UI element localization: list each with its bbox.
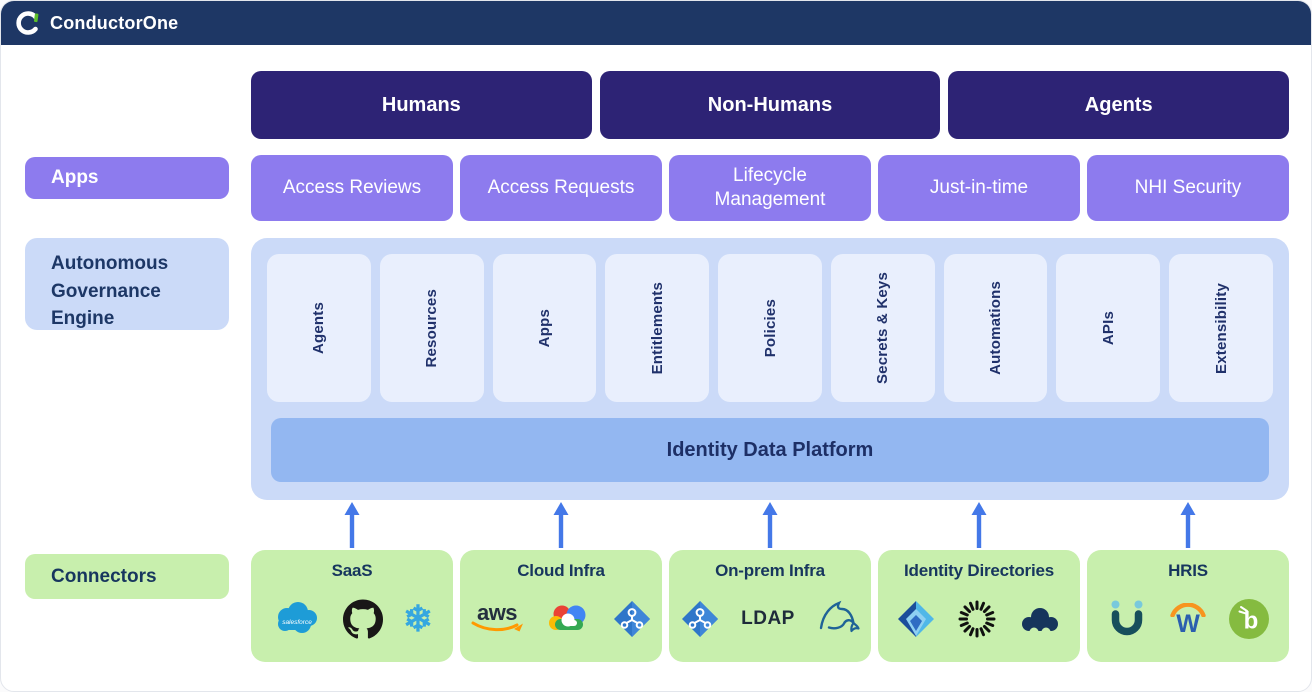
app-box-lifecycle-management: Lifecycle Management	[669, 155, 871, 221]
up-arrow-cloud-infra	[460, 500, 662, 550]
aws-icon: aws	[469, 601, 525, 634]
group-title-cloud-infra: Cloud Infra	[517, 561, 605, 580]
engine-column-policies: Policies	[718, 254, 822, 402]
brand-name: ConductorOne	[50, 12, 179, 33]
okta-icon	[957, 599, 997, 639]
identities-row: Humans Non-Humans Agents	[1, 71, 1311, 139]
app-box-access-requests: Access Requests	[460, 155, 662, 221]
engine-column-extensibility: Extensibility	[1169, 254, 1274, 402]
engine-columns: Agents Resources Apps Entitlements Polic…	[267, 254, 1274, 402]
group-title-saas: SaaS	[331, 561, 373, 580]
up-arrow-saas	[251, 500, 453, 550]
engine-column-agents: Agents	[267, 254, 371, 402]
app-box-just-in-time: Just-in-time	[878, 155, 1080, 221]
jumpcloud-icon	[1017, 602, 1063, 636]
svg-text:b: b	[1244, 607, 1259, 634]
ldap-label: LDAP	[741, 607, 795, 629]
app-box-nhi-security: NHI Security	[1087, 155, 1289, 221]
identity-box-agents: Agents	[948, 71, 1290, 139]
connector-group-cloud-infra: Cloud Infra aws	[460, 550, 662, 662]
up-arrow-hris	[1087, 500, 1289, 550]
hibob-icon	[1106, 598, 1148, 640]
github-icon	[342, 598, 383, 639]
conductorone-logo-icon	[15, 10, 41, 36]
identity-box-humans: Humans	[251, 71, 592, 139]
group-title-hris: HRIS	[1168, 561, 1208, 580]
engine-column-automations: Automations	[943, 254, 1048, 402]
engine-column-apps: Apps	[492, 254, 597, 402]
brand-header: ConductorOne	[1, 1, 1311, 45]
engine-column-secrets-keys: Secrets & Keys	[830, 254, 935, 402]
apps-row-label: Apps	[25, 157, 229, 199]
salesforce-icon: salesforce	[271, 600, 323, 638]
up-arrow-on-prem	[669, 500, 871, 550]
identity-data-platform-bar: Identity Data Platform	[271, 418, 1269, 482]
up-arrow-identity-directories	[878, 500, 1080, 550]
engine-column-entitlements: Entitlements	[605, 254, 710, 402]
connectors-row: Connectors SaaS salesforce	[1, 550, 1311, 662]
workday-icon: W	[1168, 603, 1208, 637]
governance-engine-container: Agents Resources Apps Entitlements Polic…	[251, 238, 1289, 500]
connector-group-identity-directories: Identity Directories	[878, 550, 1080, 662]
svg-text:salesforce: salesforce	[282, 619, 312, 626]
arrows-row	[1, 500, 1311, 550]
azure-ad-icon	[679, 598, 721, 640]
engine-column-apis: APIs	[1056, 254, 1161, 402]
microsoft-entra-icon	[895, 598, 937, 640]
governance-engine-label: Autonomous Governance Engine	[25, 238, 229, 330]
google-cloud-icon	[545, 602, 591, 636]
apps-row: Apps Access Reviews Access Requests Life…	[1, 155, 1311, 221]
engine-column-resources: Resources	[379, 254, 484, 402]
group-title-identity-directories: Identity Directories	[904, 561, 1054, 580]
engine-row: Autonomous Governance Engine Agents Reso…	[1, 238, 1311, 500]
connectors-row-label: Connectors	[25, 554, 229, 599]
identity-box-non-humans: Non-Humans	[599, 71, 941, 139]
connector-group-hris: HRIS W	[1087, 550, 1289, 662]
group-title-on-prem-infra: On-prem Infra	[715, 561, 825, 580]
connector-group-on-prem-infra: On-prem Infra	[669, 550, 871, 662]
mysql-dolphin-icon	[815, 598, 861, 640]
connector-group-saas: SaaS salesforce	[251, 550, 453, 662]
app-box-access-reviews: Access Reviews	[251, 155, 453, 221]
azure-ad-icon	[611, 598, 653, 640]
bamboohr-icon: b	[1228, 598, 1270, 640]
snowflake-icon: ❄	[402, 597, 434, 639]
